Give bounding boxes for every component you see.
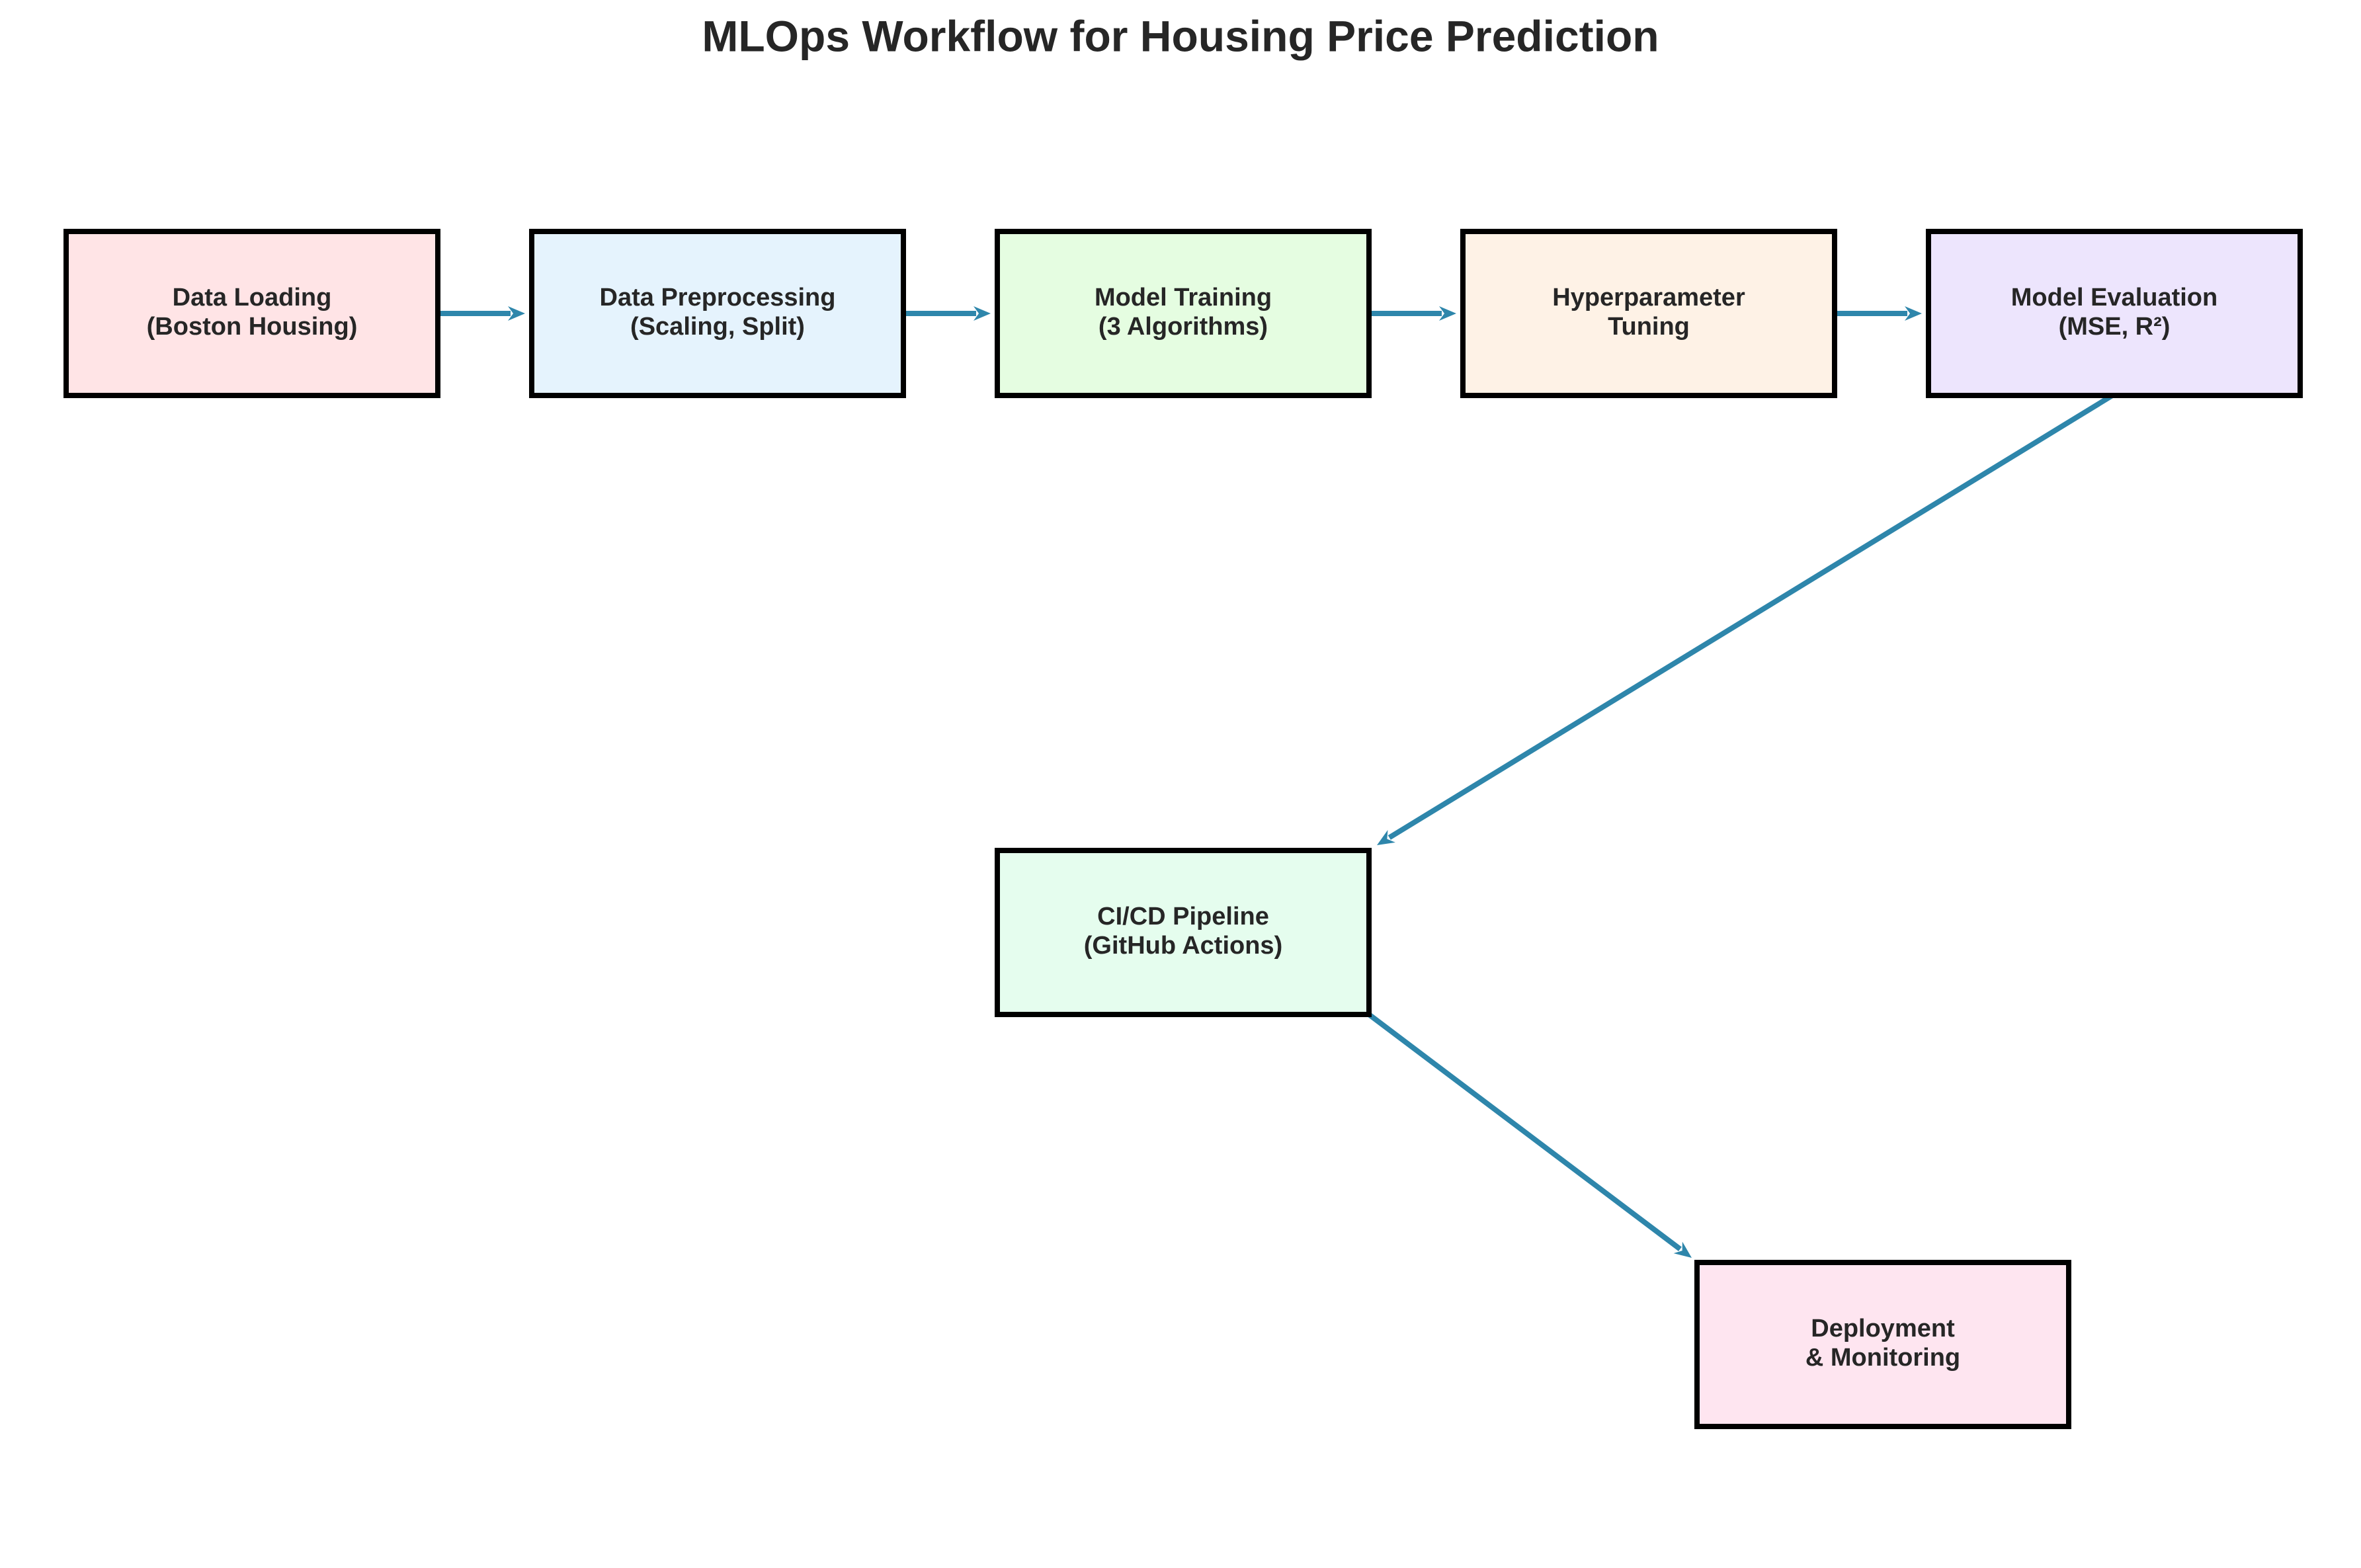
node-box bbox=[995, 848, 1372, 1017]
arrowhead-icon bbox=[1439, 306, 1456, 321]
edge-line bbox=[1367, 1012, 1682, 1251]
node-model-evaluation: Model Evaluation(MSE, R²) bbox=[1926, 229, 2303, 398]
arrowhead-icon bbox=[1673, 1241, 1692, 1258]
node-label-line: (Scaling, Split) bbox=[630, 313, 805, 341]
edge-model-training-to-hyperparameter-tuning bbox=[1369, 306, 1456, 321]
node-deployment-monitoring: Deployment& Monitoring bbox=[1694, 1260, 2071, 1429]
edge-hyperparameter-tuning-to-model-evaluation bbox=[1835, 306, 1922, 321]
node-label-line: Model Training bbox=[1095, 284, 1272, 311]
node-label-line: (3 Algorithms) bbox=[1098, 313, 1268, 341]
edge-line bbox=[1388, 393, 2114, 840]
node-box bbox=[1694, 1260, 2071, 1429]
node-label-line: Hyperparameter bbox=[1552, 284, 1745, 311]
node-label-line: (MSE, R²) bbox=[2059, 313, 2171, 341]
node-label-line: CI/CD Pipeline bbox=[1097, 903, 1269, 930]
edge-cicd-pipeline-to-deployment-monitoring bbox=[1367, 1012, 1692, 1258]
node-cicd-pipeline: CI/CD Pipeline(GitHub Actions) bbox=[995, 848, 1372, 1017]
node-box bbox=[1926, 229, 2303, 398]
node-box bbox=[529, 229, 906, 398]
node-label-line: Tuning bbox=[1608, 313, 1690, 341]
node-data-loading: Data Loading(Boston Housing) bbox=[63, 229, 440, 398]
edge-data-loading-to-data-preprocessing bbox=[438, 306, 525, 321]
node-label-line: Data Preprocessing bbox=[600, 284, 836, 311]
arrowhead-icon bbox=[508, 306, 525, 321]
node-label-line: (Boston Housing) bbox=[147, 313, 358, 341]
node-label-line: Deployment bbox=[1811, 1315, 1955, 1342]
node-label-line: Model Evaluation bbox=[2011, 284, 2217, 311]
edges-layer bbox=[438, 306, 2114, 1258]
node-box bbox=[995, 229, 1372, 398]
edge-model-evaluation-to-cicd-pipeline bbox=[1377, 393, 2114, 845]
node-model-training: Model Training(3 Algorithms) bbox=[995, 229, 1372, 398]
node-data-preprocessing: Data Preprocessing(Scaling, Split) bbox=[529, 229, 906, 398]
node-label-line: Data Loading bbox=[173, 284, 332, 311]
diagram-title: MLOps Workflow for Housing Price Predict… bbox=[702, 11, 1659, 60]
node-box bbox=[63, 229, 440, 398]
arrowhead-icon bbox=[1377, 830, 1395, 845]
nodes-layer: Data Loading(Boston Housing) Data Preproc… bbox=[63, 229, 2303, 1429]
edge-data-preprocessing-to-model-training bbox=[903, 306, 991, 321]
arrowhead-icon bbox=[973, 306, 991, 321]
node-label-line: (GitHub Actions) bbox=[1084, 932, 1282, 960]
node-box bbox=[1460, 229, 1837, 398]
node-label-line: & Monitoring bbox=[1805, 1344, 1960, 1372]
arrowhead-icon bbox=[1905, 306, 1922, 321]
